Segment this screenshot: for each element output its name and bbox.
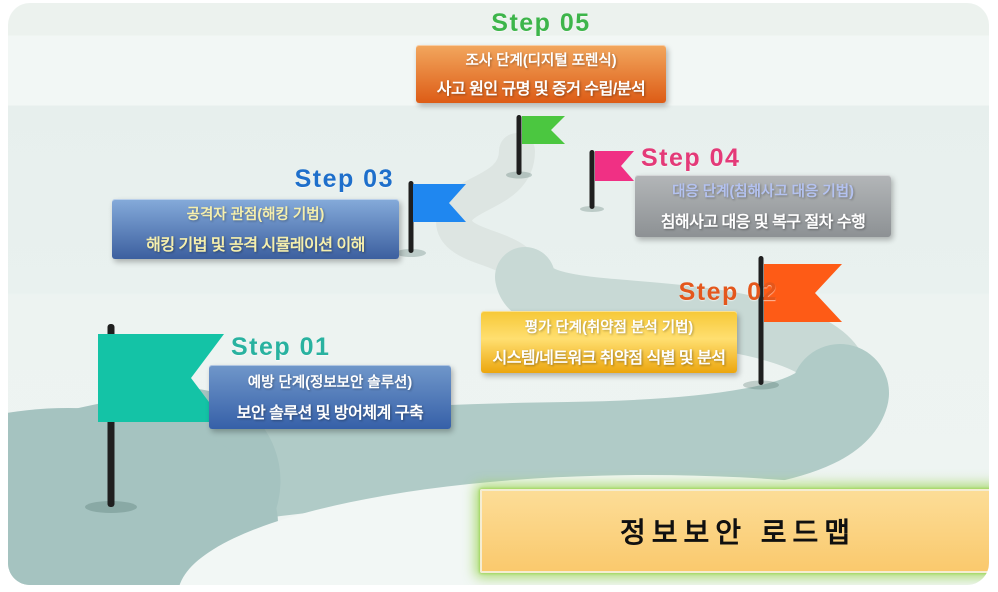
step-02-line1: 평가 단계(취약점 분석 기법) xyxy=(524,320,694,336)
step-03-line1: 공격자 관점(해킹 기법) xyxy=(186,207,325,223)
step-01-info-box: 예방 단계(정보보안 솔루션) 보안 솔루션 및 방어체계 구축 xyxy=(209,365,451,429)
step-02-orange-flag-icon xyxy=(764,264,842,322)
step-05-line2: 사고 원인 규명 및 증거 수립/분석 xyxy=(436,81,646,98)
step-01-line2: 보안 솔루션 및 방어체계 구축 xyxy=(236,405,424,422)
step-04-pink-flag-icon xyxy=(595,151,634,181)
step-05-green-flag-icon xyxy=(522,116,565,144)
road-and-flags-graphic xyxy=(8,115,989,585)
winding-road xyxy=(8,133,989,585)
step-04-flagpole xyxy=(589,150,595,209)
step-05-label: Step 05 xyxy=(491,9,591,37)
step-03-blue-flag-icon xyxy=(413,184,466,222)
roadmap-title-box: 정보보안 로드맵 xyxy=(480,489,989,573)
step-01-label: Step 01 xyxy=(231,333,331,361)
step-02-line2: 시스템/네트워크 취약점 식별 및 분석 xyxy=(492,350,726,367)
step-01-teal-flag-icon xyxy=(98,334,224,422)
step-03-line2: 해킹 기법 및 공격 시뮬레이션 이해 xyxy=(146,237,365,254)
step-04-info-box: 대응 단계(침해사고 대응 기법) 침해사고 대응 및 복구 절차 수행 xyxy=(635,175,891,237)
step-04-line1: 대응 단계(침해사고 대응 기법) xyxy=(672,184,854,200)
roadmap-title: 정보보안 로드맵 xyxy=(619,517,857,548)
step-05-flagpole xyxy=(516,115,522,175)
step-04-label: Step 04 xyxy=(641,144,741,172)
road-wide-segment xyxy=(139,344,889,530)
step-05-info-box: 조사 단계(디지털 포렌식) 사고 원인 규명 및 증거 수립/분석 xyxy=(416,45,666,103)
step-04-line2: 침해사고 대응 및 복구 절차 수행 xyxy=(660,214,866,231)
step-02-info-box: 평가 단계(취약점 분석 기법) 시스템/네트워크 취약점 식별 및 분석 xyxy=(481,311,737,373)
step-03-info-box: 공격자 관점(해킹 기법) 해킹 기법 및 공격 시뮬레이션 이해 xyxy=(112,199,399,259)
step-03-flagpole xyxy=(408,181,414,253)
step-01-line1: 예방 단계(정보보안 솔루션) xyxy=(247,375,413,391)
step-02-flagpole xyxy=(758,256,764,385)
road-bottom-left-blob xyxy=(8,408,278,585)
step-02-label: Step 02 xyxy=(678,278,778,306)
step-03-label: Step 03 xyxy=(294,165,394,193)
step-05-line1: 조사 단계(디지털 포렌식) xyxy=(465,53,617,69)
diagram-canvas: Step 01 예방 단계(정보보안 솔루션) 보안 솔루션 및 방어체계 구축… xyxy=(8,3,989,585)
